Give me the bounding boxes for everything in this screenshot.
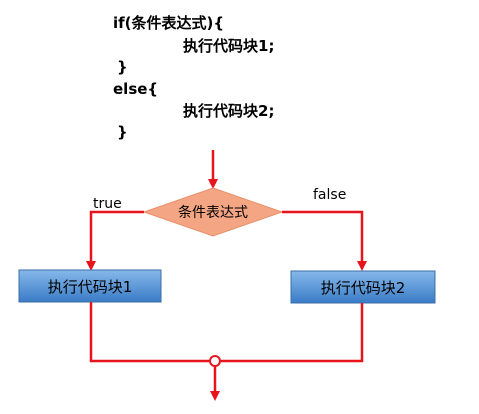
condition-diamond — [142, 187, 284, 237]
block1-box — [18, 269, 162, 303]
code-line-else: else{ — [113, 80, 159, 98]
code-line-block1: 执行代码块1; — [183, 37, 275, 55]
block1-label: 执行代码块1 — [48, 278, 133, 296]
false-branch-arrow — [282, 210, 367, 271]
block2-box — [290, 270, 436, 304]
condition-label: 条件表达式 — [178, 204, 248, 221]
merge-left-line — [89, 302, 209, 363]
merge-junction — [209, 355, 221, 367]
true-branch-arrow — [86, 210, 144, 271]
code-line-close1: } — [117, 58, 128, 76]
block2-label: 执行代码块2 — [321, 279, 406, 297]
code-line-if: if(条件表达式){ — [113, 14, 225, 32]
code-snippet: if(条件表达式){ 执行代码块1; } else{ 执行代码块2; } — [0, 0, 479, 150]
code-line-block2: 执行代码块2; — [183, 102, 275, 120]
false-label: false — [313, 187, 346, 203]
merge-right-line — [221, 303, 364, 363]
code-line-close2: } — [117, 123, 128, 141]
true-label: true — [93, 196, 122, 212]
